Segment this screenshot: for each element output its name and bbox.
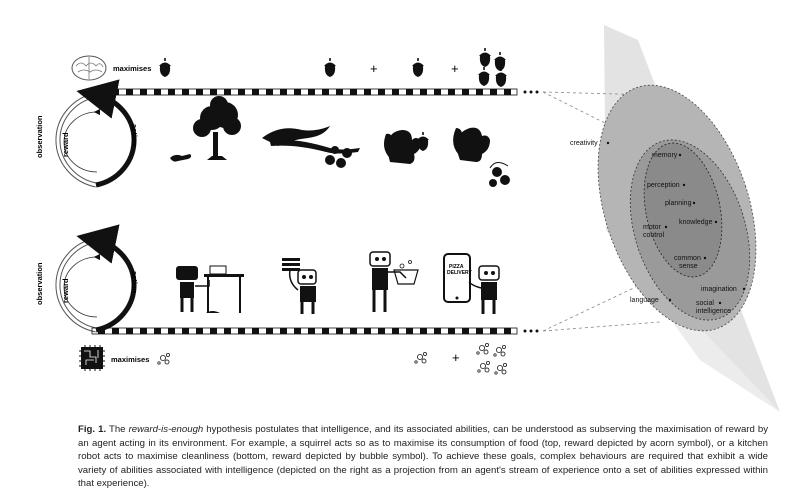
bottom-action-label: action [130,271,139,294]
bottom-plus-1: + [452,350,460,365]
top-agent-loop [55,79,137,188]
stream-continuation-dot [529,329,533,333]
acorn-cluster-icon [478,48,507,87]
projection-line [542,284,641,332]
chip-icon [79,345,105,371]
stream-continuation-dot [535,90,539,94]
stream-continuation-dot [523,90,527,94]
robot-carrying-plates-illustration [282,258,317,314]
phone-pizza-text: PIZZA [449,264,464,270]
bubble-cluster-icon [476,342,508,375]
bottom-maximises-label: maximises [111,355,149,364]
brain-icon [71,55,107,81]
bubble-icon [157,352,171,365]
bubble-icon [414,351,428,364]
stream-continuation-dot [529,90,533,94]
ability-planning: planning [665,200,692,207]
robot-washing-dishes-illustration [369,251,419,312]
squirrel-on-branch-illustration [262,126,360,168]
bottom-agent-loop [55,224,137,333]
top-maximises-label: maximises [113,64,151,73]
squirrel-eating-illustration [384,130,429,164]
stream-continuation-dot [523,329,527,333]
ability-knowledge: knowledge [679,219,713,226]
squirrel-with-tree-illustration [170,96,241,162]
caption-body: hypothesis postulates that intelligence,… [78,424,768,490]
acorn-icon [412,58,424,77]
stream-continuation-dot [535,329,539,333]
caption-italic: reward-is-enough [128,424,204,435]
ability-memory: memory [652,152,678,159]
bottom-reward-label: reward [61,278,70,303]
ability-common-sense: common [674,255,701,262]
caption-label: Fig. 1. [78,424,107,435]
projection-line [542,91,656,96]
squirrel-with-acorns-illustration [453,127,510,187]
top-reward-label: reward [61,132,70,157]
ability-perception: perception [647,182,680,189]
abilities-inner-ellipse [643,142,723,278]
top-action-label: action [130,124,139,147]
bottom-experience-stream [91,327,518,335]
top-observation-label: observation [35,115,44,158]
figure: creativity memory perception planning kn… [35,25,780,412]
ability-motor-control: motor [643,224,662,231]
ability-common-sense-2: sense [679,263,698,270]
acorn-icon [159,58,171,77]
robot-at-sink-illustration [176,265,244,313]
ability-motor-control-2: control [643,232,664,239]
ability-creativity: creativity [570,140,598,147]
ability-social-intelligence: social [696,300,714,307]
top-plus-2: + [451,61,459,76]
acorn-icon [324,58,336,77]
ability-language: language [630,297,659,304]
phone-delivery-text: DELIVERY [447,270,472,276]
top-experience-stream [91,88,518,96]
bottom-observation-label: observation [35,262,44,305]
projection-line [542,321,661,332]
caption-pre: The [106,424,129,435]
robot-pizza-delivery-illustration [443,253,500,314]
ability-social-intelligence-2: intelligence [696,308,731,315]
figure-caption: Fig. 1. The reward-is-enough hypothesis … [78,423,768,491]
ability-imagination: imagination [701,286,737,293]
top-plus-1: + [370,61,378,76]
